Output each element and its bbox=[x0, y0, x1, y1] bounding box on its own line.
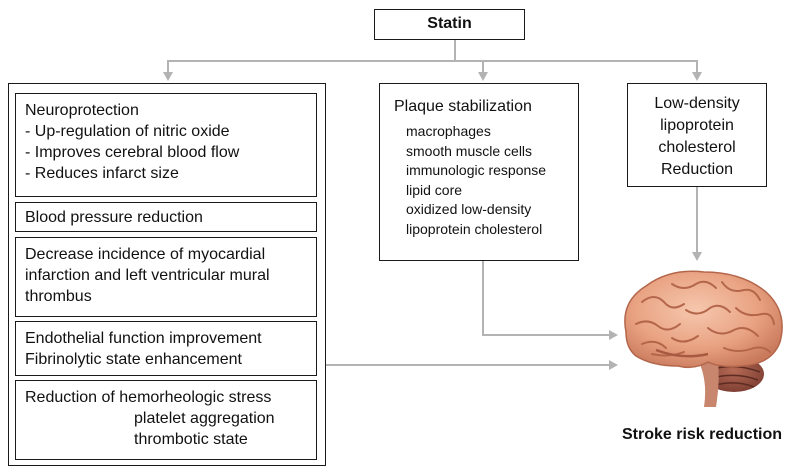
statin-box: Statin bbox=[374, 9, 525, 40]
neuroprotection-box: Neuroprotection - Up-regulation of nitri… bbox=[15, 93, 317, 197]
drop-line-plaque bbox=[482, 60, 484, 73]
plaque-item: macrophages bbox=[406, 123, 491, 139]
plaque-to-brain-line bbox=[482, 334, 610, 336]
myocardial-line: infarction and left ventricular mural bbox=[25, 267, 270, 284]
neuroprotection-title: Neuroprotection bbox=[25, 102, 139, 119]
plaque-down-line bbox=[482, 261, 484, 336]
myocardial-line: thrombus bbox=[25, 288, 92, 305]
left-effects-panel: Neuroprotection - Up-regulation of nitri… bbox=[8, 83, 326, 466]
neuroprotection-item: - Up-regulation of nitric oxide bbox=[25, 123, 230, 140]
plaque-item: lipoprotein cholesterol bbox=[406, 220, 543, 237]
ldl-line: cholesterol bbox=[658, 139, 736, 156]
ldl-down-line bbox=[696, 187, 698, 253]
plaque-item: lipid core bbox=[406, 181, 463, 198]
drop-line-left bbox=[167, 60, 169, 73]
brain-icon bbox=[624, 270, 783, 407]
neuroprotection-item: - Improves cerebral blood flow bbox=[25, 144, 240, 161]
plaque-title: Plaque stabilization bbox=[394, 98, 532, 115]
statin-label: Statin bbox=[427, 15, 472, 32]
plaque-item: smooth muscle cells bbox=[406, 142, 533, 159]
statin-connector-vertical bbox=[454, 39, 456, 62]
neuroprotection-item: - Reduces infarct size bbox=[25, 165, 179, 182]
stroke-risk-reduction-label: Stroke risk reduction bbox=[621, 426, 783, 443]
brainstem bbox=[698, 360, 719, 407]
blood-pressure-box: Blood pressure reduction bbox=[15, 202, 317, 232]
arrow-to-left-panel bbox=[163, 72, 173, 81]
plaque-stabilization-box: Plaque stabilization macrophages smooth … bbox=[379, 83, 579, 261]
cerebrum bbox=[624, 270, 783, 369]
hemorheologic-item: thrombotic state bbox=[134, 431, 248, 448]
hemorheologic-box: Reduction of hemorheologic stress platel… bbox=[15, 380, 317, 460]
blood-pressure-label: Blood pressure reduction bbox=[25, 209, 203, 226]
hemorheologic-item: platelet aggregation bbox=[134, 410, 275, 427]
endothelial-box: Endothelial function improvement Fibrino… bbox=[15, 321, 317, 376]
arrow-to-ldl bbox=[692, 72, 702, 81]
statin-connector-horizontal bbox=[167, 60, 698, 62]
left-panel-to-brain-line bbox=[326, 364, 610, 366]
plaque-item: immunologic response bbox=[406, 162, 547, 178]
myocardial-box: Decrease incidence of myocardial infarct… bbox=[15, 237, 317, 317]
endothelial-line: Endothelial function improvement bbox=[25, 330, 262, 347]
arrow-to-plaque bbox=[478, 72, 488, 81]
drop-line-ldl bbox=[696, 60, 698, 73]
arrow-left-panel-to-brain bbox=[609, 360, 618, 370]
plaque-item: oxidized low-density bbox=[406, 201, 532, 217]
myocardial-line: Decrease incidence of myocardial bbox=[25, 246, 266, 263]
ldl-reduction-box: Low-density lipoprotein cholesterol Redu… bbox=[627, 83, 767, 187]
ldl-line: Reduction bbox=[660, 161, 734, 178]
hemorheologic-title: Reduction of hemorheologic stress bbox=[25, 389, 272, 406]
endothelial-line: Fibrinolytic state enhancement bbox=[25, 351, 242, 368]
ldl-line: lipoprotein bbox=[660, 117, 734, 134]
ldl-line: Low-density bbox=[654, 95, 740, 112]
arrow-plaque-to-brain bbox=[609, 330, 618, 340]
arrow-ldl-to-brain bbox=[692, 252, 702, 261]
